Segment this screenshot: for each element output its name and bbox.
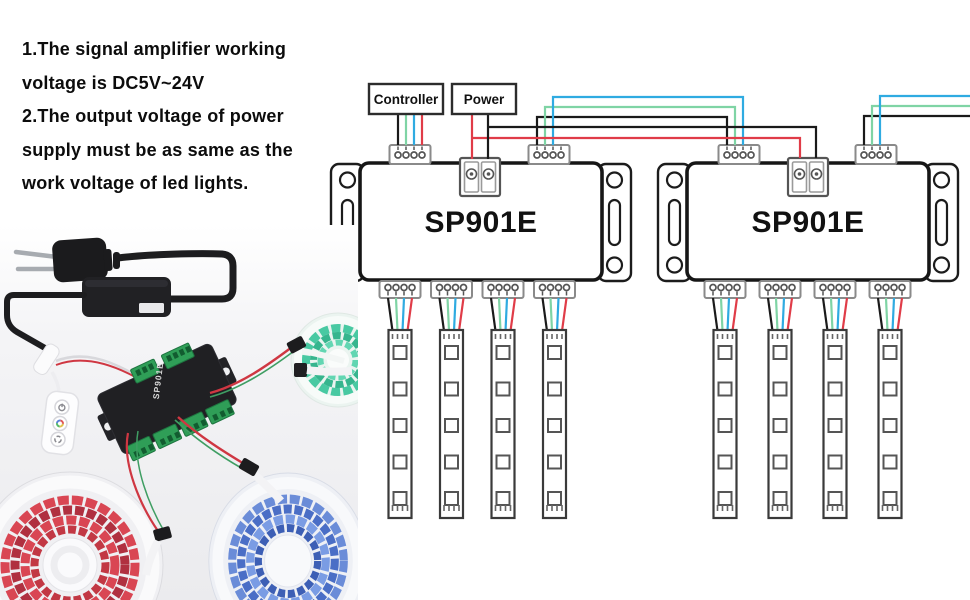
cycle-icon: [54, 435, 62, 444]
controller-wires: [396, 114, 424, 145]
led-coil-teal: [290, 312, 358, 408]
color-wheel-icon: [55, 419, 64, 428]
led-coil-blue: [208, 472, 358, 600]
remote-signal-wires: [55, 355, 138, 379]
note-line: 2.The output voltage of power: [22, 106, 284, 126]
note-line: 1.The signal amplifier working: [22, 39, 287, 59]
amplifier-label: SP901E: [751, 206, 864, 239]
led-coil-red: [0, 471, 164, 600]
power-unit: Power: [450, 82, 818, 159]
led-strip-drop: [758, 279, 802, 520]
power-label: Power: [464, 92, 505, 107]
led-strip-drop: [481, 279, 525, 520]
input-connector: [717, 144, 761, 165]
note-line: work voltage of led lights.: [22, 173, 249, 193]
amplifier-1: SP901E: [329, 144, 633, 283]
led-strip-drop: [703, 279, 747, 520]
adapter-output-cable: [3, 292, 87, 351]
led-strip-drop: [813, 279, 857, 520]
remote-color-button: [52, 415, 68, 432]
output-connector: [527, 144, 571, 165]
power-terminal: [786, 156, 830, 198]
led-strip-drop: [868, 279, 912, 520]
amplifier-2: SP901E: [656, 144, 960, 283]
board-output-wires: [125, 336, 353, 576]
led-strip-drop: [532, 279, 577, 520]
input-connector: [388, 144, 432, 165]
controller-box: [367, 82, 445, 116]
power-wires: [470, 114, 818, 159]
rf-remote: [40, 390, 80, 456]
next-unit-wires: [862, 94, 970, 145]
adapter-cable: [114, 250, 237, 303]
led-strip-drop: [429, 279, 474, 520]
power-box: [450, 82, 518, 116]
power-plug: [13, 237, 120, 283]
amplifier-label: SP901E: [424, 206, 537, 239]
controller-label: Controller: [374, 92, 439, 107]
instruction-notes: 1.The signal amplifier working voltage i…: [22, 33, 352, 201]
product-photo: SP901E: [0, 225, 358, 600]
remote-cycle-button: [50, 431, 66, 448]
power-icon: [58, 403, 66, 412]
power-adapter-brick: [82, 277, 171, 317]
board-label: SP901E: [151, 362, 165, 400]
output-connector: [854, 144, 898, 165]
led-strip-drop: [378, 279, 422, 520]
power-terminal: [458, 156, 502, 198]
controller-unit: Controller: [367, 82, 445, 145]
note-line: voltage is DC5V~24V: [22, 72, 205, 93]
note-line: supply must be as same as the: [22, 139, 293, 160]
